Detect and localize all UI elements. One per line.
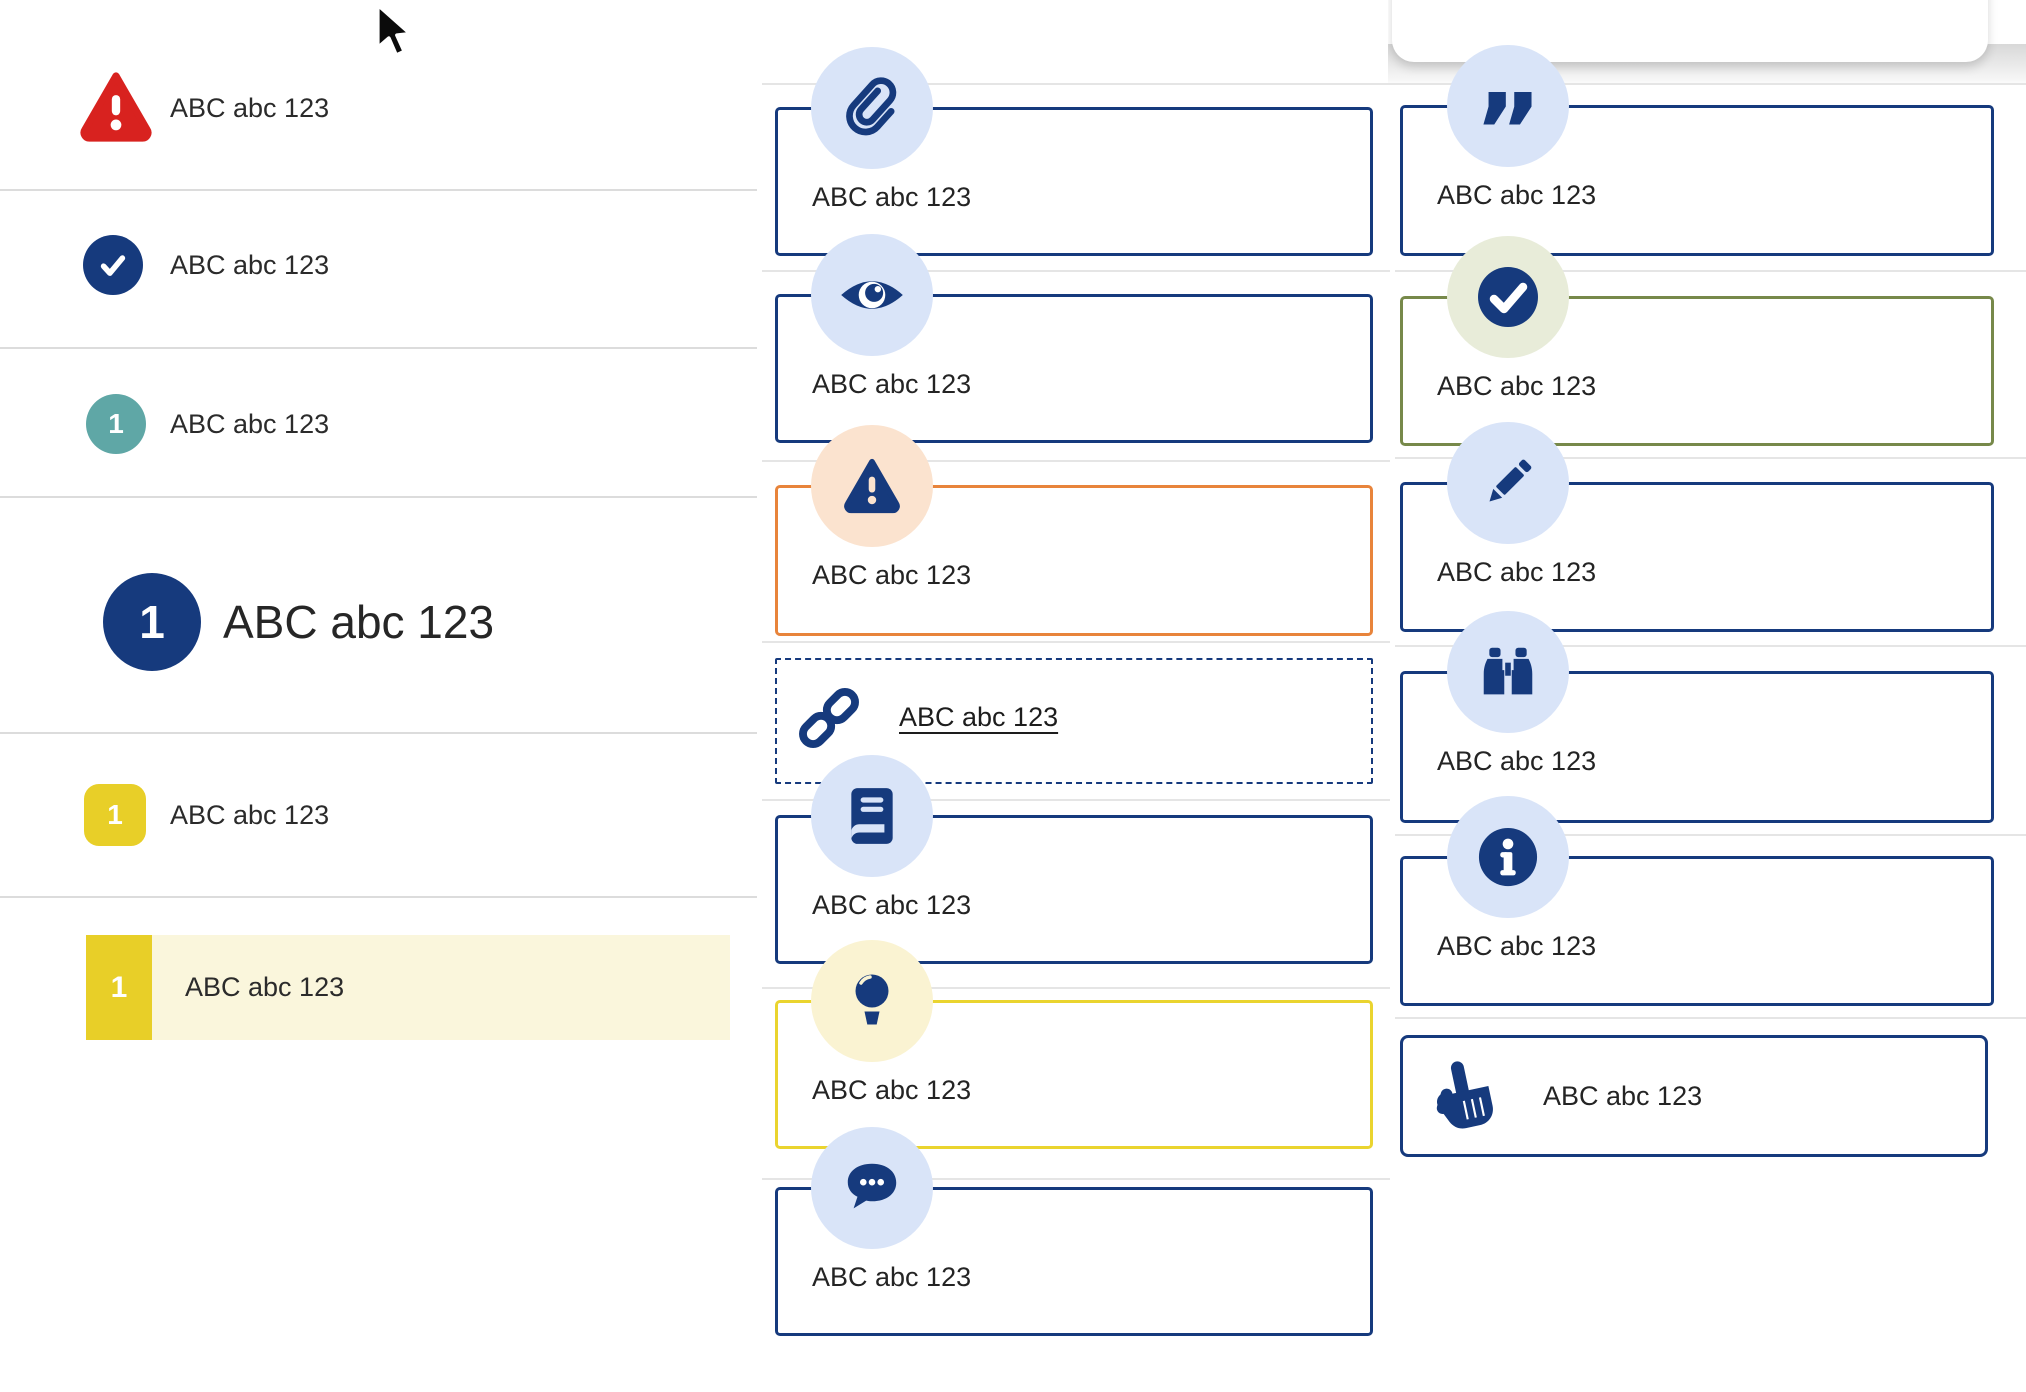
list-item-label: ABC abc 123: [185, 972, 345, 1002]
chat-icon: [811, 1127, 933, 1249]
callout-card-action[interactable]: ABC abc 123: [1400, 1035, 1988, 1157]
divider: [1395, 645, 2026, 647]
card-link[interactable]: ABC abc 123: [899, 702, 1059, 732]
highlighted-list-item[interactable]: 1 ABC abc 123: [86, 935, 730, 1040]
step-badge-large: 1: [103, 573, 201, 671]
card-label: ABC abc 123: [1437, 180, 1597, 210]
card-label: ABC abc 123: [812, 1075, 972, 1105]
card-label: ABC abc 123: [1437, 371, 1597, 401]
card-label: ABC abc 123: [1437, 557, 1597, 587]
step-number: 1: [110, 970, 128, 1004]
divider: [0, 732, 757, 734]
eye-icon: [811, 234, 933, 356]
step-number: 1: [108, 408, 124, 439]
quote-icon: ”: [1447, 45, 1569, 184]
lightbulb-icon: [811, 940, 933, 1062]
book-icon: [811, 755, 933, 877]
paperclip-icon: [811, 47, 933, 169]
step-badge-yellow: 1: [86, 935, 152, 1040]
mouse-cursor: [375, 3, 413, 57]
card-label: ABC abc 123: [812, 182, 972, 212]
card-label: ABC abc 123: [1543, 1080, 1703, 1111]
hand-pointer-icon: [1436, 1061, 1493, 1129]
divider: [0, 496, 757, 498]
divider: [762, 83, 2026, 85]
card-label: ABC abc 123: [812, 1262, 972, 1292]
divider: [762, 641, 1390, 643]
list-item-label: ABC abc 123: [170, 93, 330, 123]
divider: [762, 987, 1390, 989]
check-circle-icon: [83, 235, 143, 295]
divider: [1395, 1017, 2026, 1019]
list-item-label: ABC abc 123: [170, 800, 330, 830]
step-number: 1: [107, 799, 123, 830]
info-icon: [1447, 796, 1569, 918]
card-label: ABC abc 123: [812, 560, 972, 590]
card-label: ABC abc 123: [1437, 746, 1597, 776]
divider: [762, 460, 1390, 462]
check-circle-icon: [1447, 236, 1569, 358]
callout-card-success[interactable]: ABC abc 123: [1400, 296, 1994, 446]
divider: [762, 799, 1390, 801]
card-label: ABC abc 123: [812, 890, 972, 920]
list-item-label: ABC abc 123: [170, 250, 330, 280]
step-badge-yellow: 1: [84, 784, 146, 846]
divider: [0, 189, 757, 191]
step-number: 1: [139, 596, 165, 648]
list-item-label: ABC abc 123: [170, 409, 330, 439]
pencil-icon: [1447, 422, 1569, 544]
alert-triangle-icon: [80, 72, 152, 142]
step-badge-teal: 1: [86, 394, 146, 454]
divider: [1395, 457, 2026, 459]
divider: [0, 896, 757, 898]
divider: [0, 347, 757, 349]
divider: [762, 1178, 1390, 1180]
alert-triangle-icon: [811, 425, 933, 547]
divider: [1395, 270, 2026, 272]
link-icon: [799, 688, 859, 748]
divider: [762, 270, 1390, 272]
binoculars-icon: [1447, 611, 1569, 733]
list-item-label-large: ABC abc 123: [223, 596, 495, 648]
card-label: ABC abc 123: [812, 369, 972, 399]
card-label: ABC abc 123: [1437, 931, 1597, 961]
divider: [1395, 834, 2026, 836]
